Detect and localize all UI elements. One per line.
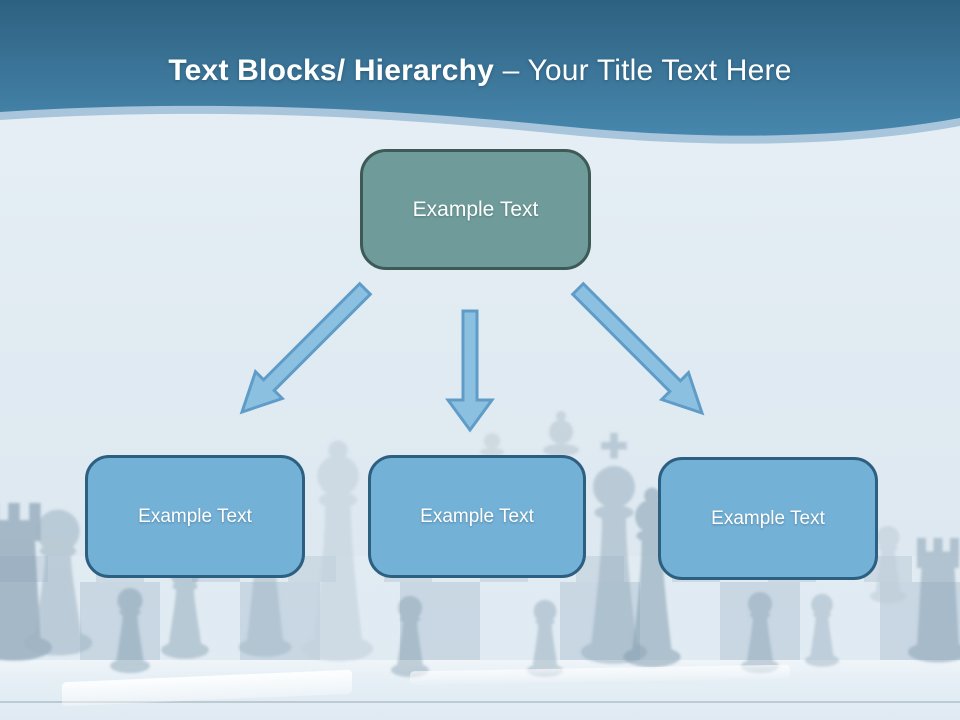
hierarchy-root-box[interactable]: Example Text — [360, 149, 591, 270]
chessboard-near-row — [0, 582, 960, 660]
hierarchy-child-box-2[interactable]: Example Text — [368, 455, 586, 578]
pawn-head-icon — [480, 433, 504, 456]
child-box-label: Example Text — [420, 505, 534, 527]
title-topic-segment: Text Blocks/ Hierarchy — [168, 54, 495, 87]
slide-title[interactable]: Text Blocks/ Hierarchy – Your Title Text… — [0, 54, 960, 88]
arrow-down-icon — [445, 309, 495, 433]
root-box-label: Example Text — [412, 197, 539, 221]
child-box-label: Example Text — [138, 505, 252, 527]
arrow-down-right-icon — [570, 281, 705, 416]
arrow-down-left-icon — [239, 281, 373, 415]
hierarchy-child-box-1[interactable]: Example Text — [85, 455, 305, 578]
king-head-icon — [543, 411, 579, 456]
hierarchy-child-box-3[interactable]: Example Text — [658, 457, 878, 580]
title-subtitle-segment: – Your Title Text Here — [502, 54, 792, 87]
child-box-label: Example Text — [711, 507, 825, 529]
table-edge-line — [0, 701, 960, 703]
